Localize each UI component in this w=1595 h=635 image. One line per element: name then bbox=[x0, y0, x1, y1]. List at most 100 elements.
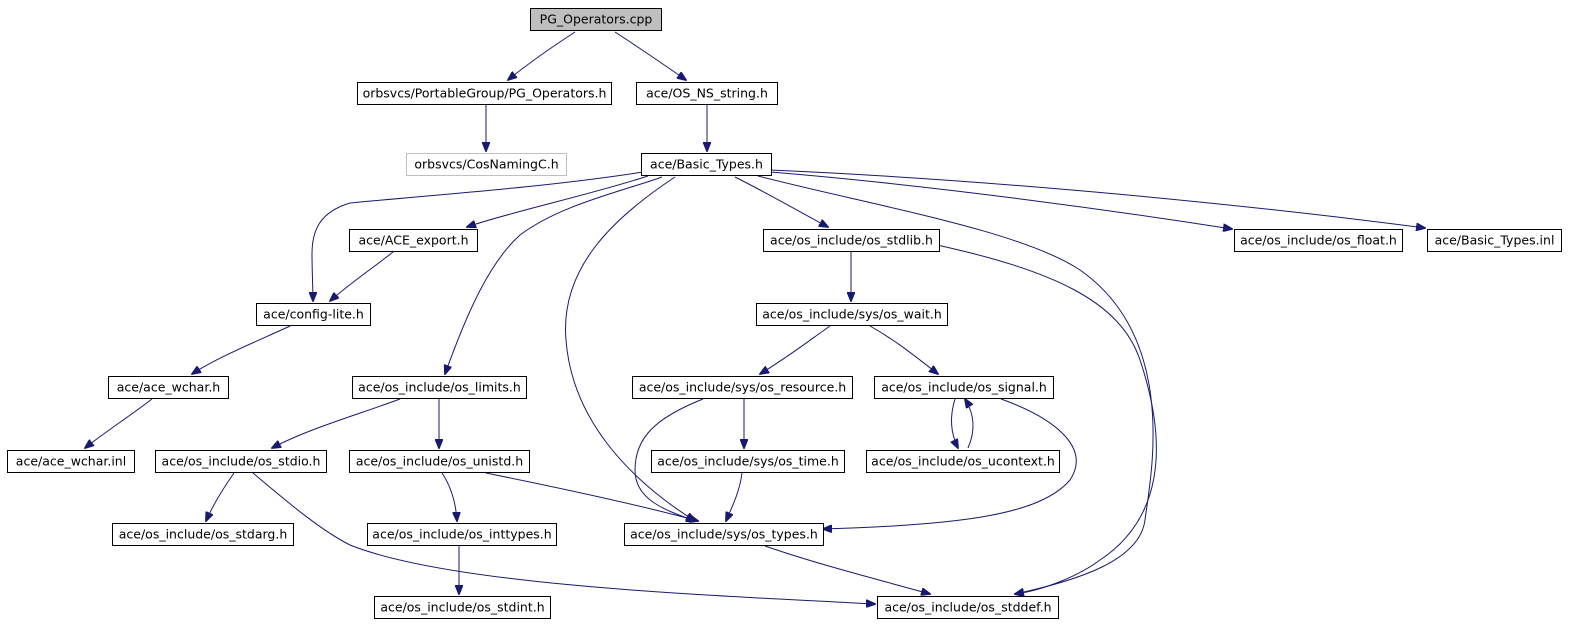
node-label: ace/Basic_Types.inl bbox=[1435, 233, 1555, 248]
edge-root-to-pgops bbox=[508, 31, 576, 80]
node-label: ace/os_include/os_inttypes.h bbox=[372, 527, 551, 542]
graph-node-float[interactable]: ace/os_include/os_float.h bbox=[1234, 229, 1403, 252]
node-box bbox=[7, 450, 135, 473]
edge-resource-to-types bbox=[634, 398, 704, 521]
edge-basic-to-float bbox=[769, 171, 1232, 229]
edge-oswait-to-resource bbox=[760, 325, 831, 374]
node-label: ace/os_include/os_limits.h bbox=[358, 380, 521, 395]
node-label: ace/Basic_Types.h bbox=[650, 157, 763, 172]
edge-basic-to-aceexport bbox=[467, 175, 649, 227]
edge-aceexport-to-configlite bbox=[330, 251, 394, 301]
edge-oswait-to-signal bbox=[869, 325, 938, 374]
node-label: ace/os_include/os_stdarg.h bbox=[119, 527, 288, 542]
node-box bbox=[155, 450, 327, 473]
graph-node-wcharinl[interactable]: ace/ace_wchar.inl bbox=[7, 450, 135, 473]
graph-node-cosnaming[interactable]: orbsvcs/CosNamingC.h bbox=[406, 153, 567, 176]
graph-node-signal[interactable]: ace/os_include/os_signal.h bbox=[874, 376, 1054, 399]
edge-basic-to-stddef bbox=[757, 175, 1154, 594]
edge-basic-to-limits bbox=[445, 176, 663, 374]
edge-root-to-osns bbox=[614, 31, 686, 80]
node-label: ace/os_include/sys/os_time.h bbox=[657, 454, 839, 469]
node-label: ace/os_include/os_ucontext.h bbox=[871, 454, 1055, 469]
graph-node-aceexport[interactable]: ace/ACE_export.h bbox=[349, 229, 478, 252]
node-box bbox=[641, 153, 772, 176]
node-label: ace/os_include/os_stddef.h bbox=[884, 600, 1051, 615]
node-label: PG_Operators.cpp bbox=[540, 12, 653, 27]
node-box bbox=[632, 376, 853, 399]
graph-node-stdlib[interactable]: ace/os_include/os_stdlib.h bbox=[763, 229, 940, 252]
node-box bbox=[651, 450, 845, 473]
node-label: ace/os_include/os_stdio.h bbox=[162, 454, 321, 469]
node-label: ace/os_include/os_unistd.h bbox=[356, 454, 523, 469]
graph-node-stdarg[interactable]: ace/os_include/os_stdarg.h bbox=[112, 523, 294, 546]
graph-node-oswait[interactable]: ace/os_include/sys/os_wait.h bbox=[756, 303, 948, 326]
edge-stdlib-to-stddef bbox=[936, 244, 1157, 594]
node-box bbox=[108, 376, 229, 399]
graph-node-pgops[interactable]: orbsvcs/PortableGroup/PG_Operators.h bbox=[357, 82, 612, 105]
node-box bbox=[352, 376, 527, 399]
node-box bbox=[1427, 229, 1562, 252]
edges-layer bbox=[85, 31, 1425, 604]
node-label: ace/os_include/os_signal.h bbox=[881, 380, 1047, 395]
node-label: ace/os_include/os_stdint.h bbox=[380, 600, 544, 615]
edge-ucontext-to-signal bbox=[965, 399, 974, 449]
edge-wchar-to-wcharinl bbox=[85, 398, 153, 448]
node-label: ace/os_include/os_stdlib.h bbox=[770, 233, 933, 248]
graph-node-inttypes[interactable]: ace/os_include/os_inttypes.h bbox=[367, 523, 557, 546]
node-box bbox=[866, 450, 1060, 473]
edge-basic-to-configlite bbox=[312, 171, 644, 301]
graph-node-ostime[interactable]: ace/os_include/sys/os_time.h bbox=[651, 450, 845, 473]
node-box bbox=[349, 450, 530, 473]
graph-node-stdint[interactable]: ace/os_include/os_stdint.h bbox=[374, 596, 551, 619]
node-label: ace/os_include/os_float.h bbox=[1240, 233, 1397, 248]
node-label: ace/ace_wchar.inl bbox=[16, 454, 126, 469]
edge-unistd-to-types bbox=[485, 472, 698, 521]
node-box bbox=[256, 303, 371, 326]
edge-signal-to-types bbox=[823, 398, 1077, 529]
graph-node-unistd[interactable]: ace/os_include/os_unistd.h bbox=[349, 450, 530, 473]
node-label: ace/os_include/sys/os_wait.h bbox=[762, 307, 942, 322]
graph-node-ucontext[interactable]: ace/os_include/os_ucontext.h bbox=[866, 450, 1060, 473]
node-label: ace/os_include/sys/os_types.h bbox=[630, 527, 818, 542]
node-box bbox=[530, 8, 662, 31]
node-box bbox=[636, 82, 778, 105]
graph-node-root[interactable]: PG_Operators.cpp bbox=[530, 8, 662, 31]
graph-node-stddef[interactable]: ace/os_include/os_stddef.h bbox=[877, 596, 1059, 619]
node-label: ace/config-lite.h bbox=[263, 307, 364, 322]
edge-stdio-to-stdarg bbox=[206, 472, 235, 521]
edge-stdio-to-stddef bbox=[252, 472, 875, 604]
node-label: ace/os_include/sys/os_resource.h bbox=[639, 380, 846, 395]
edge-basic-to-basicinl bbox=[769, 169, 1425, 228]
edge-types-to-stddef bbox=[764, 545, 930, 594]
node-box bbox=[624, 523, 824, 546]
node-box bbox=[406, 153, 567, 176]
graph-node-types[interactable]: ace/os_include/sys/os_types.h bbox=[624, 523, 824, 546]
graph-node-stdio[interactable]: ace/os_include/os_stdio.h bbox=[155, 450, 327, 473]
graph-node-resource[interactable]: ace/os_include/sys/os_resource.h bbox=[632, 376, 853, 399]
edge-basic-to-stdlib bbox=[734, 176, 828, 227]
edge-signal-to-ucontext bbox=[952, 398, 958, 448]
node-box bbox=[877, 596, 1059, 619]
node-label: ace/ACE_export.h bbox=[358, 233, 468, 248]
edge-basic-to-types bbox=[565, 176, 695, 521]
graph-node-osns[interactable]: ace/OS_NS_string.h bbox=[636, 82, 778, 105]
edge-ostime-to-types bbox=[726, 472, 743, 521]
node-label: orbsvcs/PortableGroup/PG_Operators.h bbox=[363, 86, 607, 101]
node-box bbox=[763, 229, 940, 252]
node-box bbox=[756, 303, 948, 326]
node-label: ace/OS_NS_string.h bbox=[646, 86, 768, 101]
graph-node-basicinl[interactable]: ace/Basic_Types.inl bbox=[1427, 229, 1562, 252]
graph-node-wchar[interactable]: ace/ace_wchar.h bbox=[108, 376, 229, 399]
nodes-layer: PG_Operators.cpp orbsvcs/PortableGroup/PG… bbox=[7, 8, 1562, 619]
graph-node-basic[interactable]: ace/Basic_Types.h bbox=[641, 153, 772, 176]
node-box bbox=[1234, 229, 1403, 252]
edge-configlite-to-wchar bbox=[192, 325, 291, 374]
node-box bbox=[367, 523, 557, 546]
node-label: ace/ace_wchar.h bbox=[117, 380, 220, 395]
graph-node-limits[interactable]: ace/os_include/os_limits.h bbox=[352, 376, 527, 399]
graph-node-configlite[interactable]: ace/config-lite.h bbox=[256, 303, 371, 326]
node-box bbox=[357, 82, 612, 105]
node-box bbox=[374, 596, 551, 619]
edge-unistd-to-inttypes bbox=[441, 472, 457, 521]
